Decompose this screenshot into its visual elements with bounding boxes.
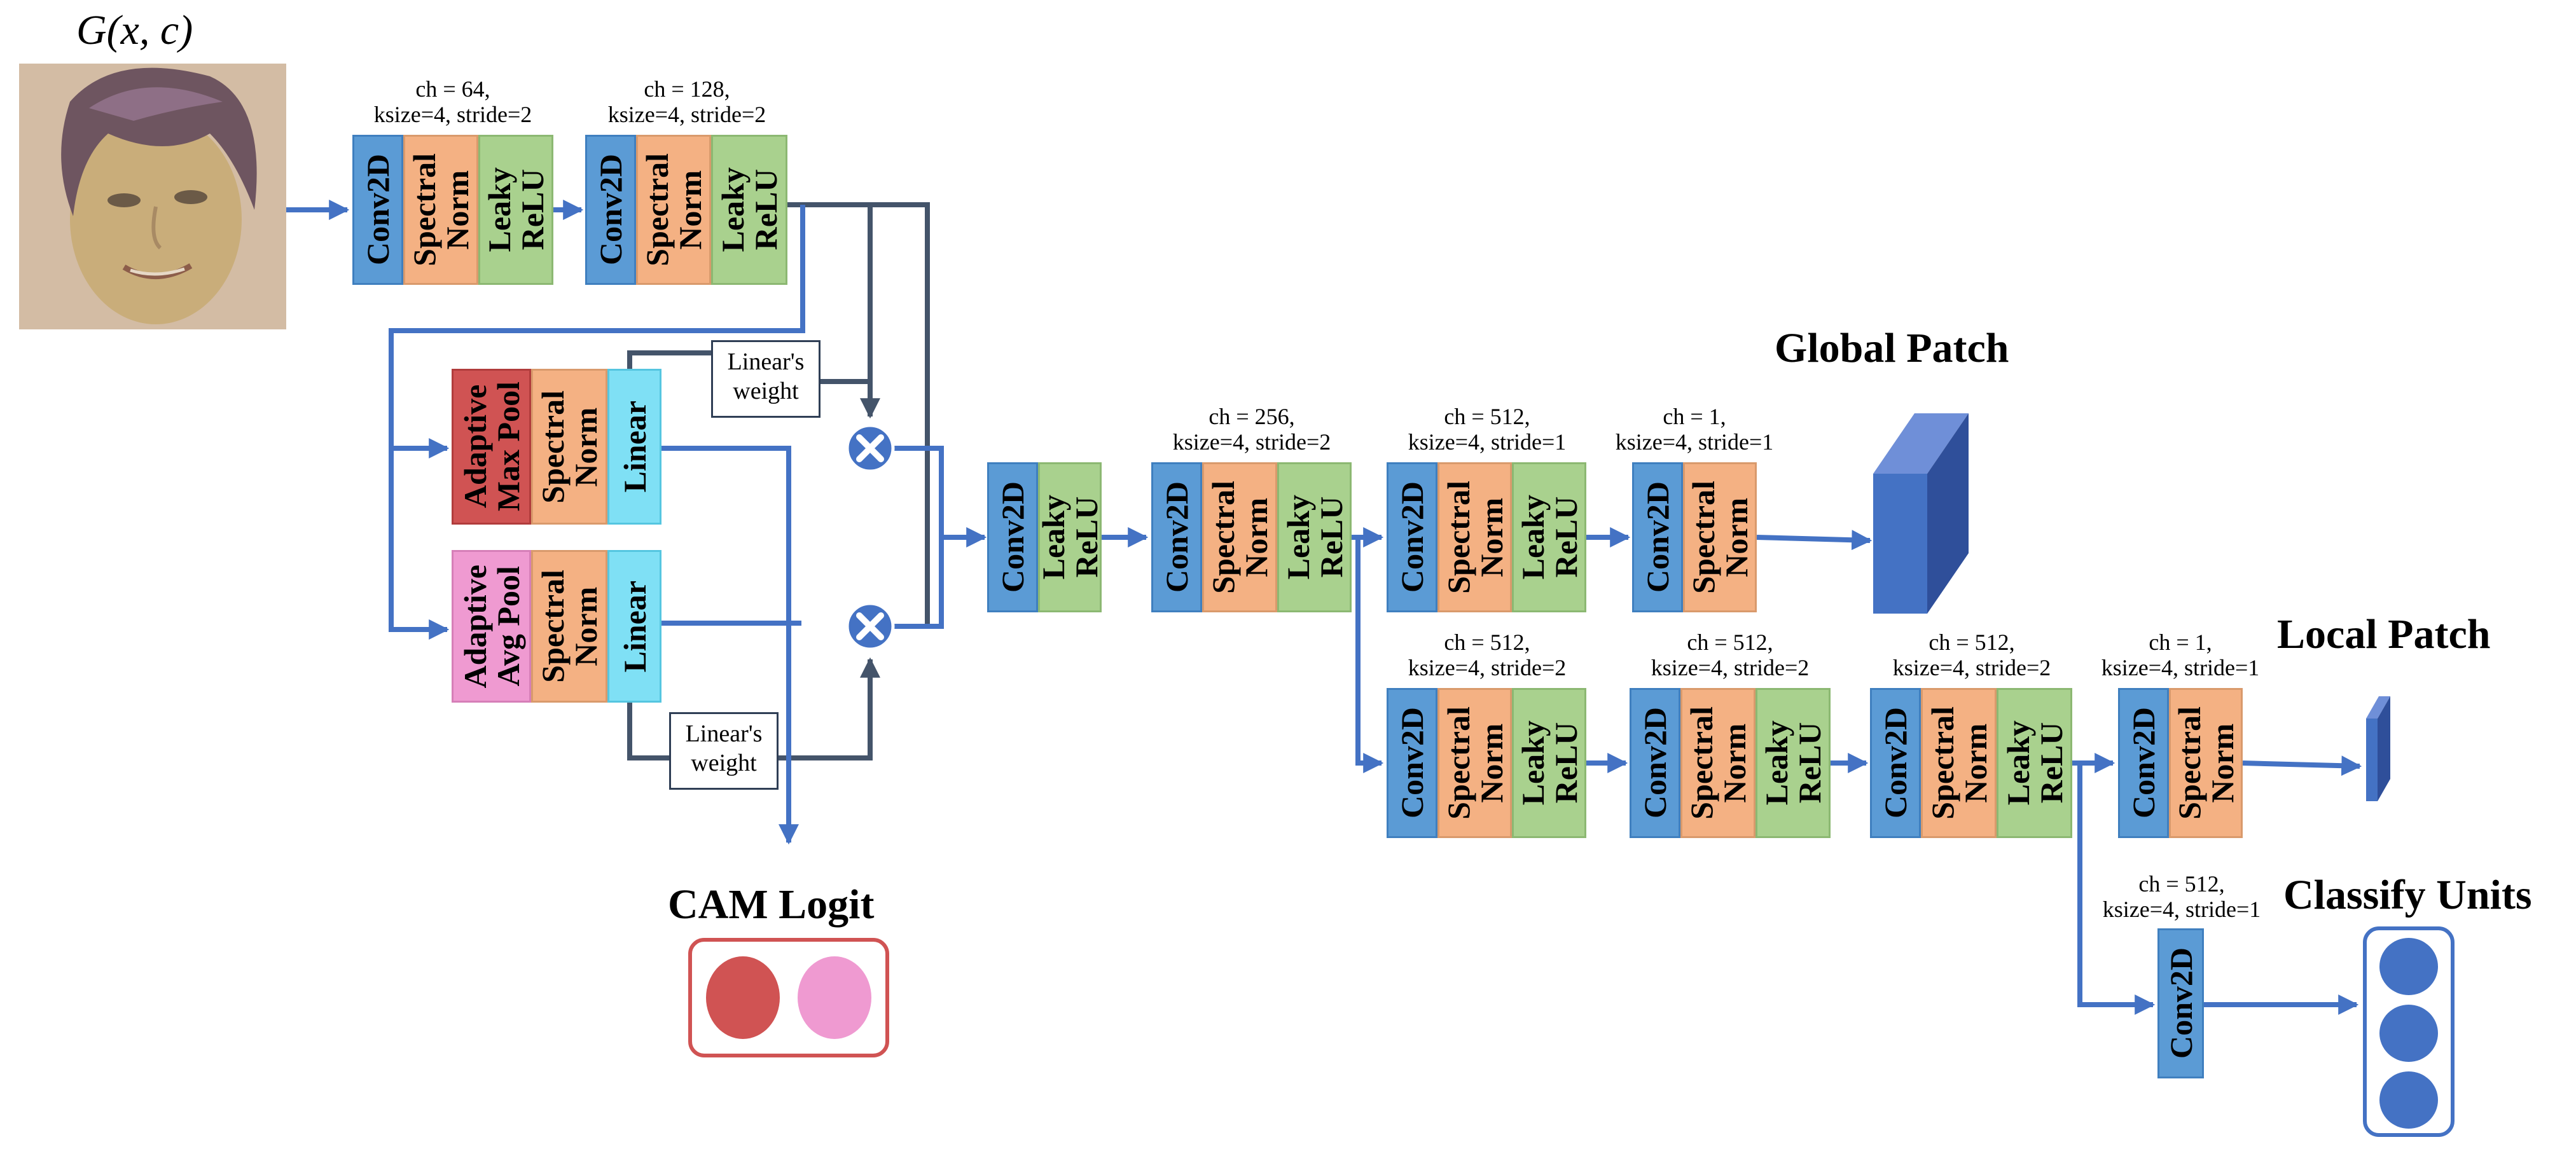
adaptive-avg-pool-block: Adaptive Avg Pool <box>452 550 531 703</box>
leaky-relu-block-2: Leaky ReLU <box>711 135 787 285</box>
spectral-norm-block-5: Spectral Norm <box>1683 462 1757 612</box>
cam-logit-red-unit <box>706 956 780 1039</box>
param-label-block-5: ch = 1,ksize=4, stride=1 <box>1615 404 1774 455</box>
spectral-norm-block-7: Spectral Norm <box>1680 688 1755 838</box>
arrow-to-cam-logit <box>661 446 799 845</box>
spectral-norm-block-8: Spectral Norm <box>1921 688 1997 838</box>
spectral-norm-block-6: Spectral Norm <box>1437 688 1512 838</box>
conv2d-block-4: Conv2D <box>1387 462 1437 612</box>
input-label: G(x, c) <box>76 7 193 53</box>
param-label-block-classify: ch = 512,ksize=4, stride=1 <box>2102 871 2261 922</box>
conv2d-block-2: Conv2D <box>585 135 636 285</box>
spectral-norm-avg-branch: Spectral Norm <box>531 550 607 703</box>
spectral-norm-block-2: Spectral Norm <box>636 135 711 285</box>
param-label-block-2: ch = 128,ksize=4, stride=2 <box>607 76 766 127</box>
conv2d-block-6: Conv2D <box>1387 688 1437 838</box>
spectral-norm-block-4: Spectral Norm <box>1437 462 1512 612</box>
leaky-relu-block-1: Leaky ReLU <box>478 135 553 285</box>
arrow-to-avg-pool <box>389 205 805 640</box>
conv2d-block-5: Conv2D <box>1632 462 1683 612</box>
cam-logit-title: CAM Logit <box>668 881 875 928</box>
global-patch-cuboid <box>1873 413 1969 614</box>
arrow-to-local-patch <box>2242 755 2362 776</box>
class-unit-1 <box>2379 938 2438 995</box>
param-label-block-7: ch = 512,ksize=4, stride=2 <box>1651 630 1810 680</box>
leaky-relu-block-7: Leaky ReLU <box>1755 688 1831 838</box>
line-multiply-bottom-to-conv <box>886 537 944 629</box>
leaky-relu-block-4: Leaky ReLU <box>1512 462 1586 612</box>
global-patch-title: Global Patch <box>1775 325 2009 371</box>
leaky-relu-block-6: Leaky ReLU <box>1512 688 1586 838</box>
spectral-norm-max-branch: Spectral Norm <box>531 369 607 525</box>
conv2d-block-attention: Conv2D <box>987 462 1038 612</box>
spectral-norm-block-1: Spectral Norm <box>403 135 478 285</box>
class-unit-3 <box>2379 1071 2438 1129</box>
conv2d-block-7: Conv2D <box>1630 688 1680 838</box>
linear-avg-branch: Linear <box>607 550 661 703</box>
param-label-block-9: ch = 1,ksize=4, stride=1 <box>2101 630 2260 680</box>
param-label-block-3: ch = 256,ksize=4, stride=2 <box>1172 404 1331 455</box>
conv2d-block-3: Conv2D <box>1151 462 1202 612</box>
local-patch-cuboid <box>2366 696 2390 801</box>
conv2d-block-classify: Conv2D <box>2157 928 2204 1078</box>
param-label-block-6: ch = 512,ksize=4, stride=2 <box>1408 630 1567 680</box>
class-unit-2 <box>2379 1005 2438 1062</box>
input-face-image <box>19 64 286 329</box>
arrow-multiply-top-to-conv <box>886 446 987 547</box>
param-label-block-1: ch = 64,ksize=4, stride=2 <box>373 76 532 127</box>
leaky-relu-block-8: Leaky ReLU <box>1997 688 2072 838</box>
linear-max-branch: Linear <box>607 369 661 525</box>
adaptive-max-pool-block: Adaptive Max Pool <box>452 369 531 525</box>
arrow-to-classify-conv <box>2077 763 2156 1015</box>
conv2d-block-1: Conv2D <box>352 135 403 285</box>
spectral-norm-block-3: Spectral Norm <box>1202 462 1277 612</box>
multiply-icon-bottom <box>845 602 895 651</box>
local-patch-title: Local Patch <box>2277 611 2491 657</box>
cam-logit-box <box>688 938 889 1057</box>
conv2d-block-8: Conv2D <box>1870 688 1921 838</box>
leaky-relu-block-3: Leaky ReLU <box>1277 462 1352 612</box>
leaky-relu-block-attention: Leaky ReLU <box>1035 462 1104 612</box>
arrow-to-global-patch <box>1756 530 1873 551</box>
cam-logit-pink-unit <box>798 956 871 1039</box>
conv2d-block-9: Conv2D <box>2118 688 2169 838</box>
classify-units-title: Classify Units <box>2283 872 2532 918</box>
spectral-norm-block-9: Spectral Norm <box>2169 688 2243 838</box>
arrow-to-block6 <box>1355 537 1384 773</box>
multiply-icon-top <box>845 423 895 473</box>
param-label-block-4: ch = 512,ksize=4, stride=1 <box>1408 404 1567 455</box>
param-label-block-8: ch = 512,ksize=4, stride=2 <box>1892 630 2051 680</box>
classify-units-box <box>2363 926 2455 1137</box>
